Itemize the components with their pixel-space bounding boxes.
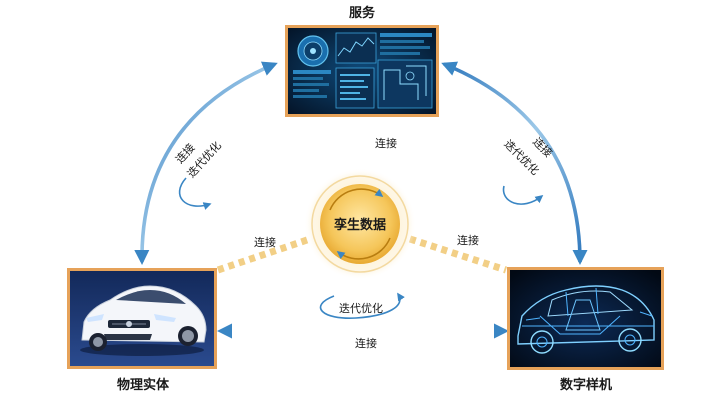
twin-data-label: 孪生数据 [334, 217, 386, 233]
right-connect-label: 连接 [530, 135, 555, 160]
dash-left [216, 235, 312, 274]
digital-node [507, 267, 664, 370]
bottom-connect-label: 连接 [355, 337, 377, 350]
physical-label: 物理实体 [117, 377, 170, 393]
physical-node [67, 268, 217, 369]
service-node [285, 25, 439, 117]
arrow-service-digital [441, 61, 588, 266]
center-right-connect-label: 连接 [457, 234, 479, 247]
service-dashboard-image [293, 32, 433, 109]
digital-wireframe-car-image [517, 285, 655, 354]
arrow-service-physical [134, 61, 278, 266]
loop-bottom [319, 292, 405, 319]
dash-right [408, 235, 508, 274]
loop-right [502, 185, 544, 205]
center-top-connect-label: 连接 [375, 137, 397, 150]
twin-data-hub: 孪生数据 [304, 168, 416, 280]
physical-car-image [80, 285, 207, 356]
bottom-iterate-label: 迭代优化 [339, 301, 383, 315]
center-left-connect-label: 连接 [254, 236, 276, 249]
loop-left [178, 177, 212, 210]
service-label: 服务 [349, 5, 376, 21]
digital-label: 数字样机 [560, 377, 612, 393]
